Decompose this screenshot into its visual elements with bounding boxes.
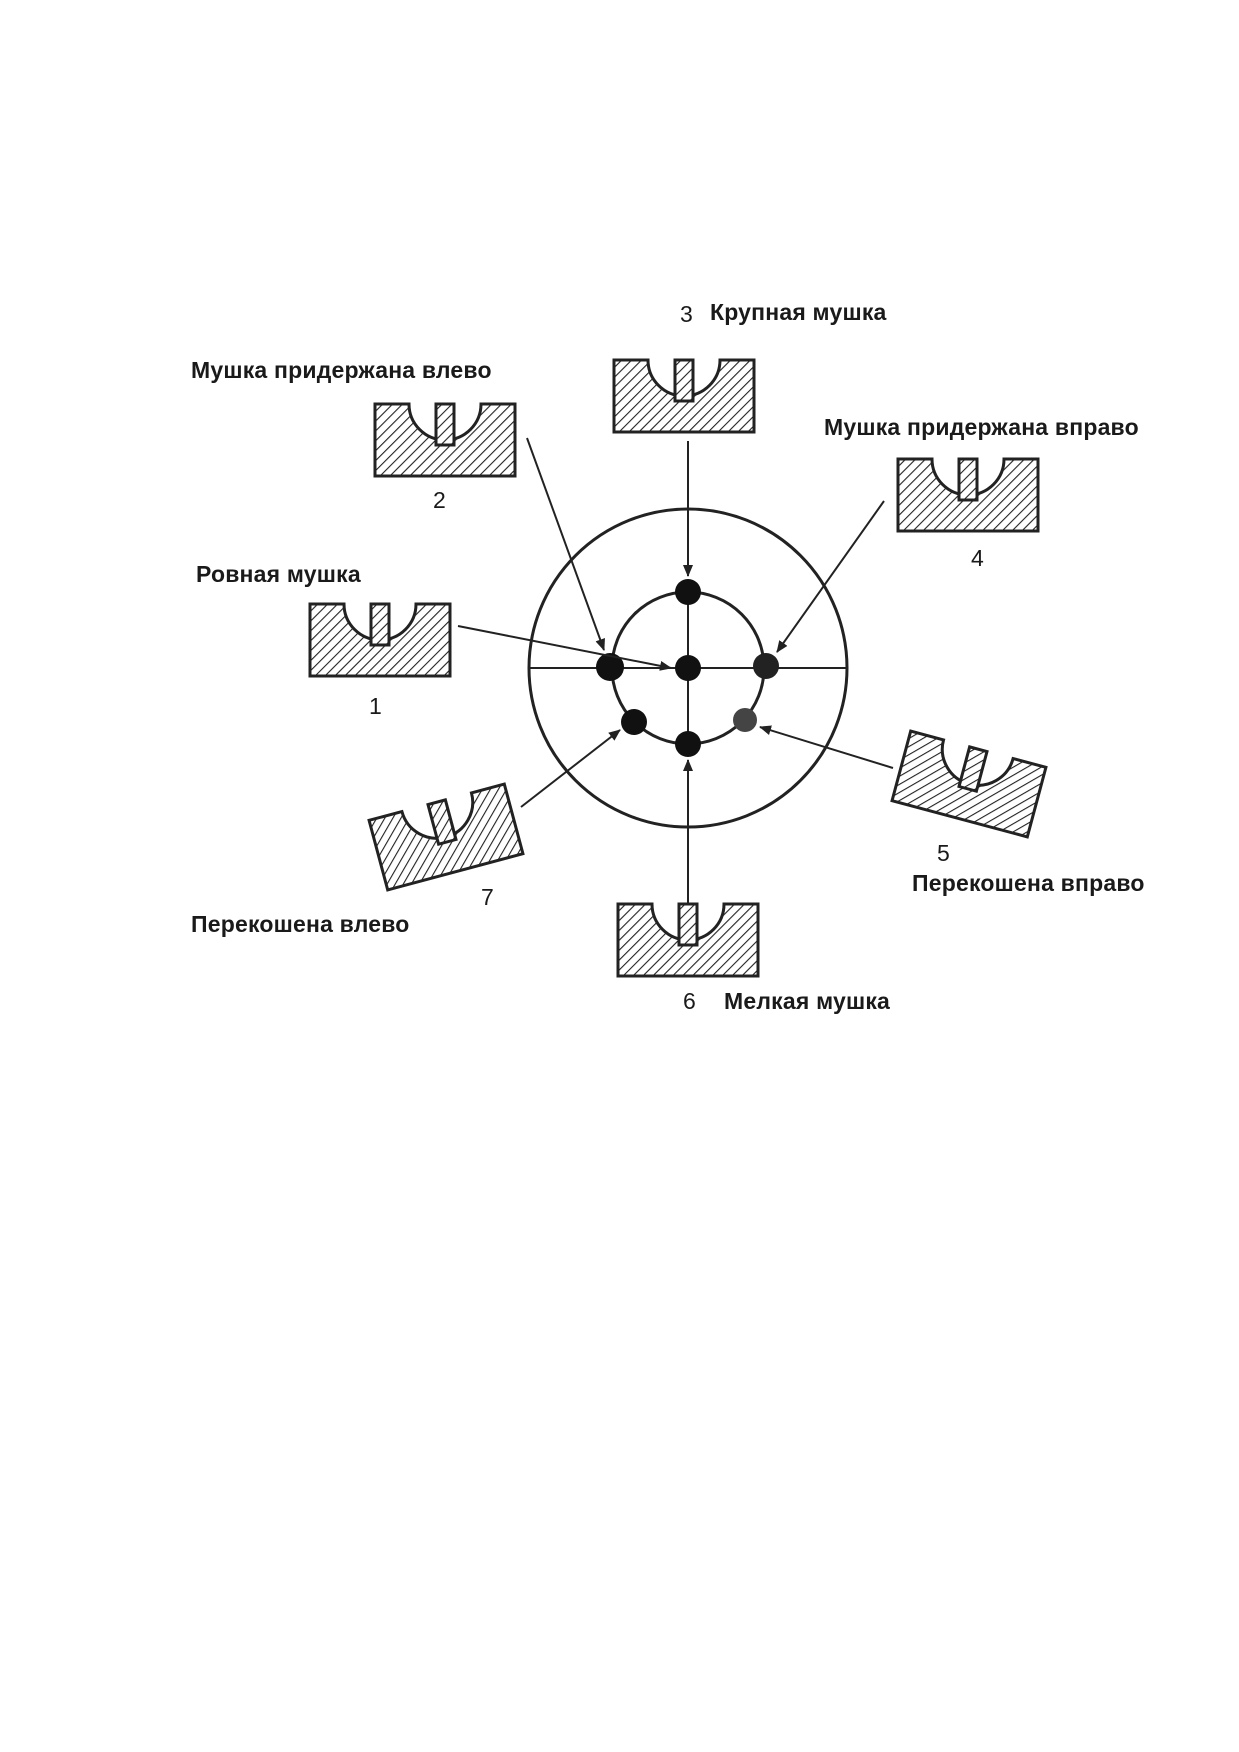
hit-point-3-top: [675, 579, 701, 605]
label-large-sight: Крупная мушка: [710, 299, 887, 325]
front-sight-7-tilted-left: [367, 782, 525, 892]
front-sight-1-level: [308, 602, 452, 678]
hit-point-2-left: [596, 653, 624, 681]
hit-points: [596, 579, 779, 757]
label-fine-sight: Мелкая мушка: [724, 988, 891, 1014]
front-sight-4-held-right: [896, 457, 1040, 533]
label-tilted-left: Перекошена влево: [191, 911, 410, 937]
arrow-5: [759, 725, 894, 769]
arrows: [457, 437, 894, 903]
front-sight-2-held-left: [373, 402, 517, 478]
number-1: 1: [369, 693, 382, 719]
number-4: 4: [971, 545, 984, 571]
number-7: 7: [481, 884, 494, 910]
hit-point-6-bottom: [675, 731, 701, 757]
front-sight-6-fine: [616, 902, 760, 978]
number-3: 3: [680, 301, 693, 327]
hit-point-5-lower-right: [733, 708, 757, 732]
label-tilted-right: Перекошена вправо: [912, 870, 1145, 896]
arrow-1: [457, 625, 672, 671]
hit-point-1-center: [675, 655, 701, 681]
label-held-right: Мушка придержана вправо: [824, 414, 1139, 440]
hit-point-4-right: [753, 653, 779, 679]
arrow-4: [776, 500, 885, 653]
label-held-left: Мушка придержана влево: [191, 357, 492, 383]
number-5: 5: [937, 840, 950, 866]
label-level-sight: Ровная мушка: [196, 561, 361, 587]
hit-point-7-lower-left: [621, 709, 647, 735]
arrow-7: [520, 729, 621, 808]
front-sight-5-tilted-right: [890, 729, 1048, 839]
number-2: 2: [433, 487, 446, 513]
front-sight-3-large: [612, 358, 756, 434]
arrow-2: [526, 437, 605, 651]
number-6: 6: [683, 988, 696, 1014]
